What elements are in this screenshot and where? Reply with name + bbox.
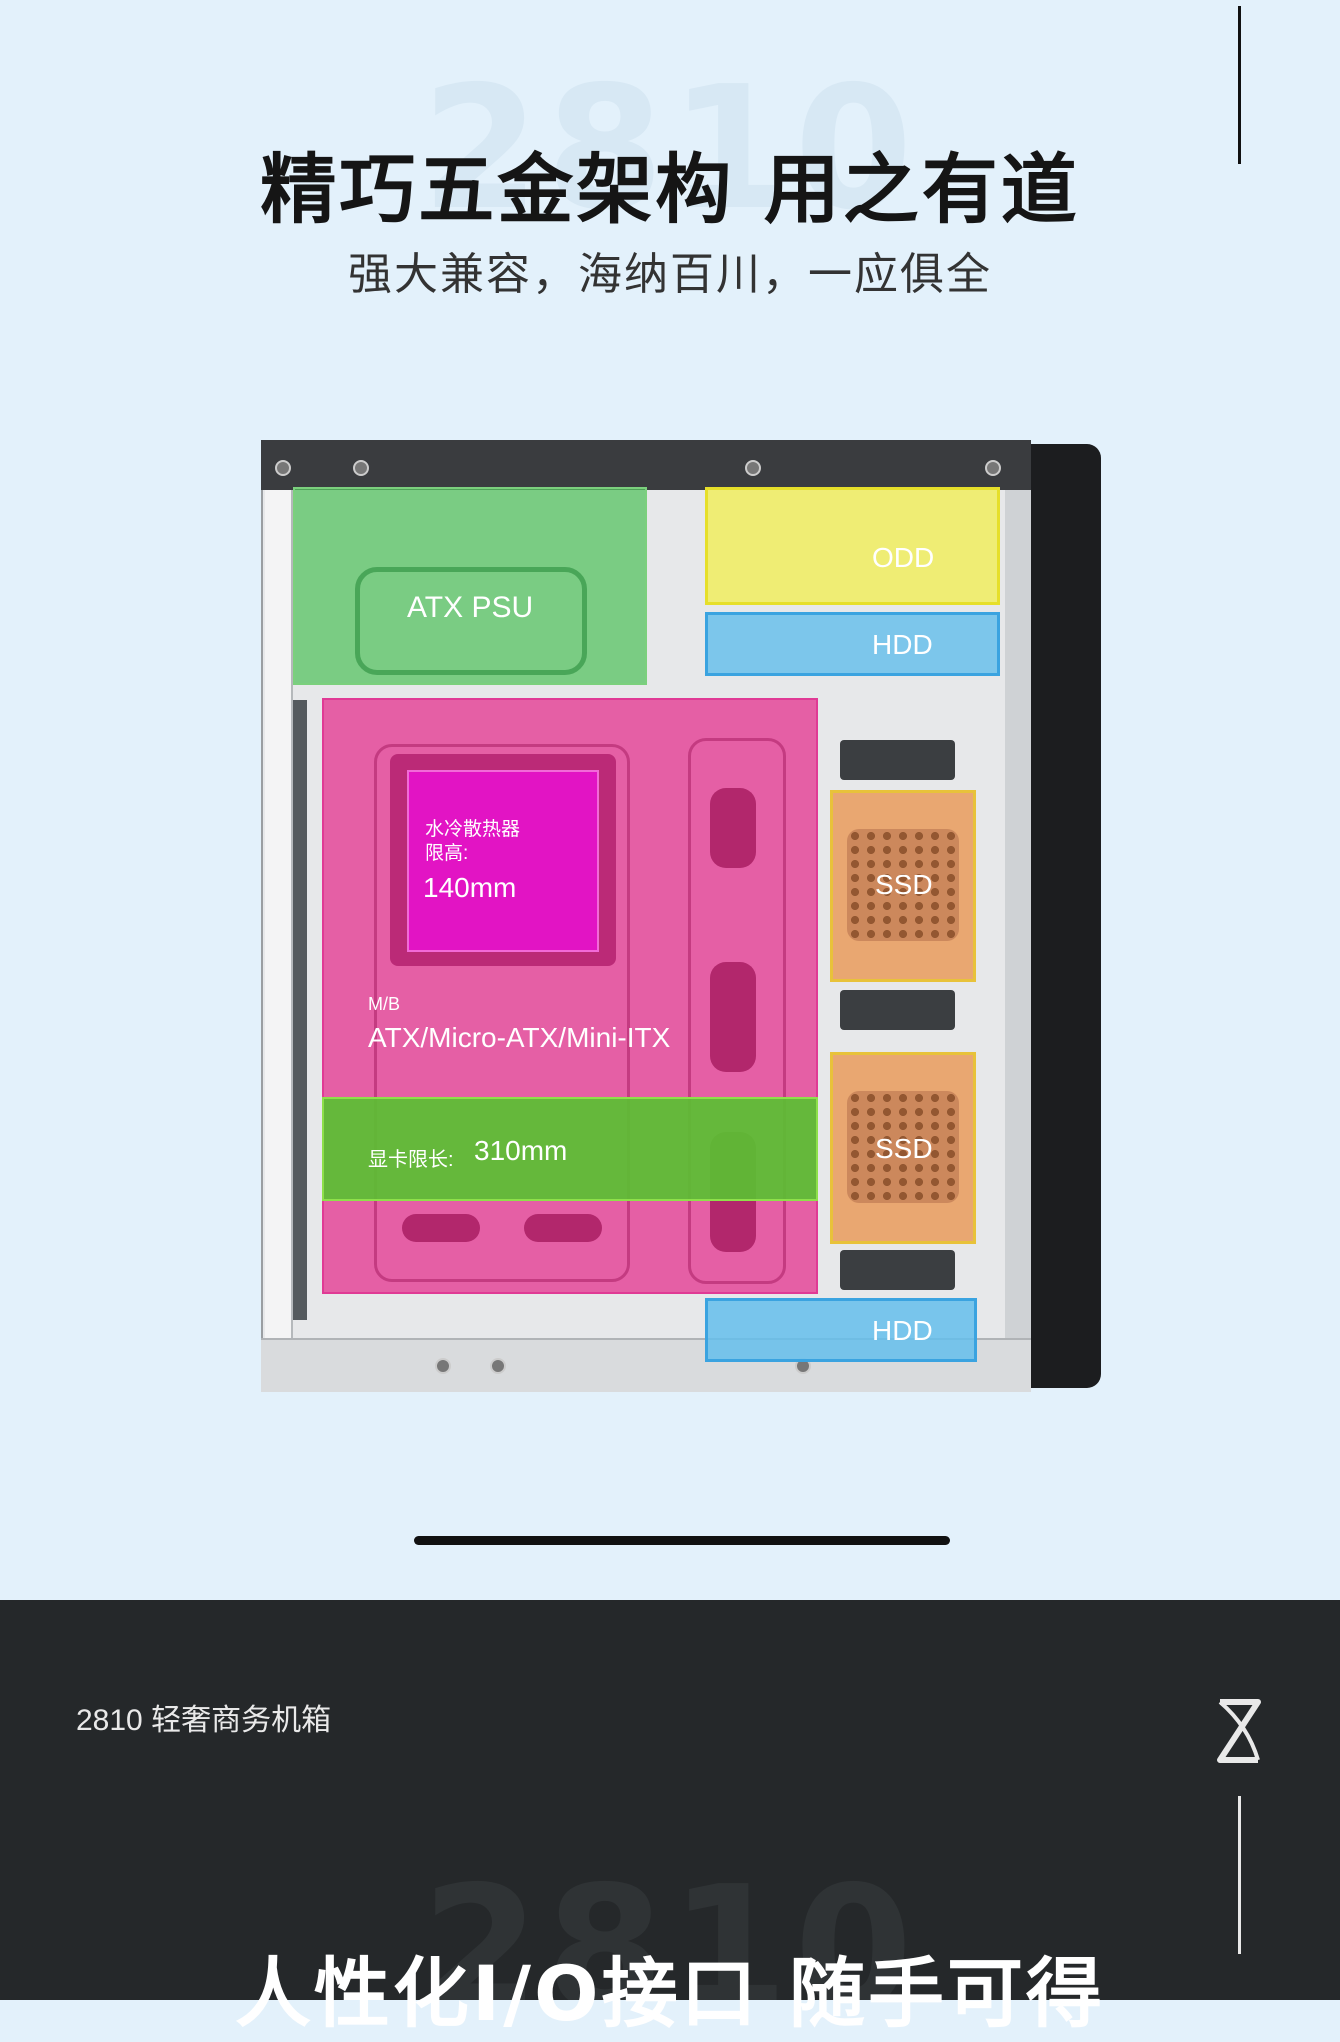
ssd-2-label: SSD [875, 1133, 933, 1164]
ssd-hex-pattern [847, 829, 959, 941]
case-top-panel [261, 440, 1031, 490]
cooler-limit-label: 限高: [425, 843, 469, 864]
divider-bar [414, 1536, 950, 1545]
case-rear-rail [265, 490, 293, 1390]
screw [435, 1358, 451, 1374]
drive-bay [840, 1250, 955, 1290]
screw [985, 460, 1001, 476]
cooler-zone: 水冷散热器 限高: 140mm [407, 770, 599, 952]
section-title: 人性化I/O接口 随手可得 [234, 1949, 1106, 2038]
gpu-zone: 显卡限长: 310mm [322, 1097, 818, 1201]
odd-label: ODD [872, 542, 935, 573]
case-expansion-slots [293, 700, 307, 1320]
brand-logo-icon [1217, 1699, 1261, 1763]
decorative-vertical-line [1238, 6, 1241, 164]
motherboard-outline [374, 744, 630, 1282]
hdd-top-label: HDD [872, 629, 933, 660]
psu-zone: ATX PSU [293, 487, 647, 685]
screw [275, 460, 291, 476]
cooler-title: 水冷散热器 [425, 819, 521, 840]
cooler-limit-value: 140mm [423, 872, 517, 903]
gpu-label: 显卡限长: [368, 1149, 454, 1171]
decorative-vertical-line [1238, 1796, 1241, 1954]
case-front-panel [1031, 444, 1101, 1388]
ssd-1-label: SSD [875, 869, 933, 900]
page-title: 精巧五金架构 用之有道 [260, 145, 1080, 234]
hdd-top-zone: HDD [705, 612, 1000, 676]
ssd-zone-1: SSD [830, 790, 976, 982]
hero-section: 2810 精巧五金架构 用之有道 强大兼容，海纳百川，一应俱全 ATX PSU … [260, 6, 1241, 1545]
gpu-value: 310mm [474, 1135, 568, 1166]
ssd-zone-2: SSD [830, 1052, 976, 1244]
drive-bay [840, 740, 955, 780]
ssd-hex-pattern [847, 1091, 959, 1203]
cable-slot [524, 1214, 602, 1242]
cable-slot [710, 788, 756, 868]
cable-channel [688, 738, 786, 1284]
odd-zone: ODD [705, 487, 1000, 605]
psu-frame [355, 567, 587, 675]
psu-label: ATX PSU [407, 591, 534, 624]
product-model: 2810 轻奢商务机箱 [76, 1704, 332, 1737]
cable-slot [710, 962, 756, 1072]
cable-slot [402, 1214, 480, 1242]
screw [745, 460, 761, 476]
motherboard-prefix: M/B [368, 994, 401, 1014]
screw [490, 1358, 506, 1374]
drive-bay [840, 990, 955, 1030]
screw [353, 460, 369, 476]
footer-section: 2810 [0, 1600, 1340, 2000]
motherboard-formats: ATX/Micro-ATX/Mini-ITX [368, 1022, 671, 1053]
hdd-bottom-zone: HDD [705, 1298, 977, 1362]
hdd-bottom-label: HDD [872, 1315, 933, 1346]
watermark-top: 2810 [421, 50, 919, 248]
watermark-bottom: 2810 [421, 1850, 919, 2000]
page-subtitle: 强大兼容，海纳百川，一应俱全 [348, 249, 992, 300]
